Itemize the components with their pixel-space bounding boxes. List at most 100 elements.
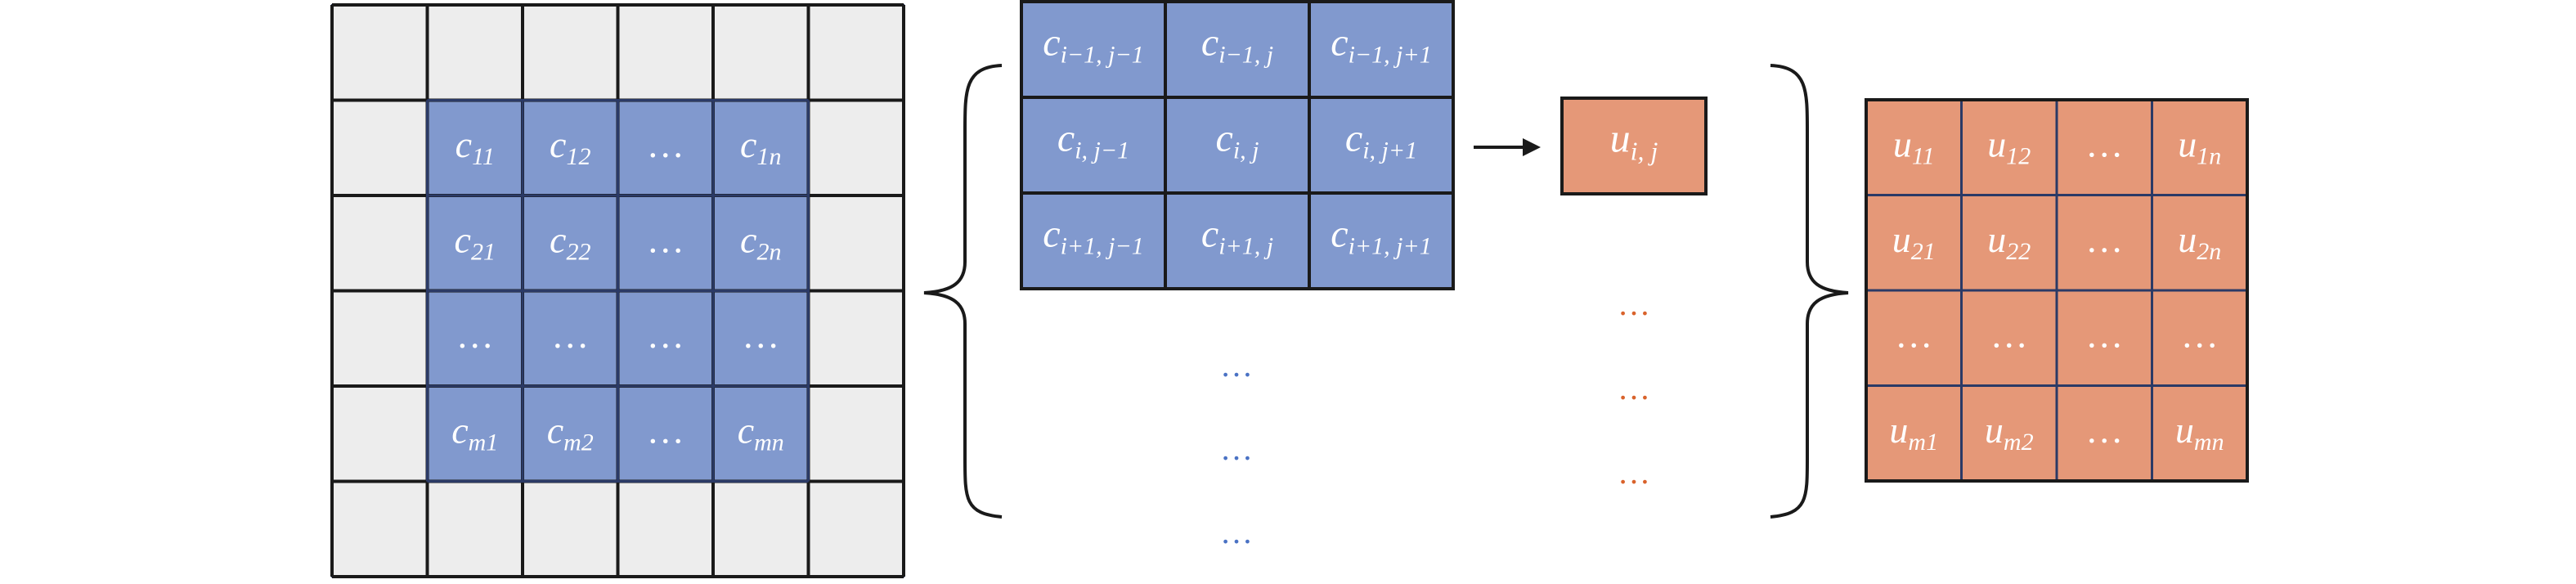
input-cell-label: cm2 <box>547 409 594 456</box>
padding-cell <box>522 4 619 101</box>
padding-cell <box>331 195 429 292</box>
mid-ellipsis: … <box>1220 514 1253 550</box>
input-cell-label: c12 <box>550 123 590 169</box>
output-grid-border <box>1865 98 2249 483</box>
arrow-icon <box>1474 138 1541 156</box>
output-grid-cell-label: u12 <box>1987 123 2031 169</box>
padding-cell <box>807 195 904 292</box>
output-grid-cell-label: um2 <box>1985 408 2034 455</box>
output-grid-cell <box>1960 384 2058 483</box>
input-cell-label: c2n <box>740 218 781 265</box>
input-grid: c11 c12 … c1n c21 c22 … c2n … … … … cm1 cm2 … cmn <box>330 3 905 578</box>
padding-cell <box>617 4 714 101</box>
padding-cell <box>617 480 714 577</box>
neighborhood-cell <box>1164 191 1311 290</box>
input-cell-label: … <box>647 123 684 164</box>
neighborhood-cell-label: ci+1, j+1 <box>1331 213 1431 260</box>
neighborhood-cell <box>1020 191 1167 290</box>
padding-cell <box>331 4 429 101</box>
output-grid-cell-label: u11 <box>1893 123 1935 169</box>
output-grid-cell-label: u1n <box>2178 123 2221 169</box>
input-cell-label: c1n <box>740 123 781 169</box>
input-cell-label: … <box>647 409 684 451</box>
input-cell <box>617 195 714 292</box>
neighborhood-cell-label: ci, j+1 <box>1345 117 1417 164</box>
padding-cell <box>331 480 429 577</box>
right-brace <box>1770 64 1849 519</box>
input-cell-label: c21 <box>455 218 496 265</box>
padding-cell <box>331 290 429 387</box>
input-inner-borders <box>426 99 810 483</box>
input-cell-label: cmn <box>738 409 784 456</box>
output-grid-cell-label: … <box>1990 313 2028 355</box>
neighborhood-cell <box>1308 191 1455 290</box>
input-cell-label: … <box>647 313 684 355</box>
neighborhood-cell-label: ci+1, j−1 <box>1043 213 1143 260</box>
neighborhood-cell-label: ci+1, j <box>1201 213 1273 260</box>
left-brace <box>923 64 1003 519</box>
input-cell <box>426 99 523 196</box>
output-grid-cell-label: umn <box>2175 408 2224 455</box>
neighborhood-cell <box>1020 96 1167 195</box>
output-grid-cell <box>1865 384 1963 483</box>
output-grid-cell-label: um1 <box>1889 408 1938 455</box>
input-cell <box>712 385 810 483</box>
neighborhood-cell <box>1020 0 1167 99</box>
neighborhood-cell-label: ci−1, j+1 <box>1331 21 1431 69</box>
output-grid-cell-label: … <box>1895 313 1932 355</box>
neighborhood-cell-label: ci, j <box>1216 117 1259 164</box>
padding-cell <box>807 4 904 101</box>
output-grid-cell <box>2055 289 2153 387</box>
neighborhood-cell-label: ci, j−1 <box>1057 117 1129 164</box>
padding-cell <box>331 99 429 196</box>
output-grid-cell-label: … <box>2085 218 2123 259</box>
output-grid-cell <box>1865 98 1963 196</box>
output-grid-cell-label: … <box>2085 123 2123 164</box>
output-grid-cell <box>2151 194 2249 292</box>
output-grid-cell-label: u22 <box>1987 218 2031 264</box>
padding-cell <box>807 385 904 483</box>
mid-ellipsis: … <box>1220 430 1253 467</box>
input-cell-label: … <box>551 313 589 355</box>
padding-cell <box>426 4 523 101</box>
input-cell <box>426 290 523 387</box>
padding-cell <box>426 480 523 577</box>
output-grid-cell <box>2151 384 2249 483</box>
padding-cell <box>522 480 619 577</box>
output-ellipsis: … <box>1618 285 1650 322</box>
input-cell <box>522 195 619 292</box>
neighborhood-cell-label: ci−1, j <box>1201 21 1273 69</box>
padding-cell <box>807 99 904 196</box>
output-ellipsis: … <box>1618 454 1650 491</box>
output-ellipsis: … <box>1618 370 1650 407</box>
input-cell-label: cm1 <box>451 409 498 456</box>
padding-cell <box>807 290 904 387</box>
output-grid-cell <box>1960 289 2058 387</box>
neighborhood-cell-label: ci−1, j−1 <box>1043 21 1143 69</box>
mid-ellipsis: … <box>1220 347 1253 384</box>
output-grid-cell-label: u21 <box>1892 218 1936 264</box>
output-grid-cell-label: … <box>2085 408 2123 450</box>
input-cell-label: c11 <box>456 123 495 169</box>
input-cell <box>712 195 810 292</box>
output-grid-cell <box>1865 289 1963 387</box>
output-grid-cell <box>2055 384 2153 483</box>
padding-cell <box>807 480 904 577</box>
output-cell-label: ui, j <box>1610 115 1658 166</box>
output-cell <box>1560 97 1708 195</box>
input-cell <box>712 290 810 387</box>
output-grid-cell-label: … <box>2085 313 2123 355</box>
padding-cell <box>712 4 810 101</box>
input-cell <box>522 385 619 483</box>
padding-cell <box>331 385 429 483</box>
input-cell-label: … <box>647 218 684 260</box>
input-cell-label: … <box>742 313 779 355</box>
input-cell-label: c22 <box>550 218 590 265</box>
input-cell-label: … <box>456 313 494 355</box>
output-grid-cell-label: u2n <box>2178 218 2221 264</box>
padding-cell <box>712 480 810 577</box>
output-grid-cell <box>1865 194 1963 292</box>
